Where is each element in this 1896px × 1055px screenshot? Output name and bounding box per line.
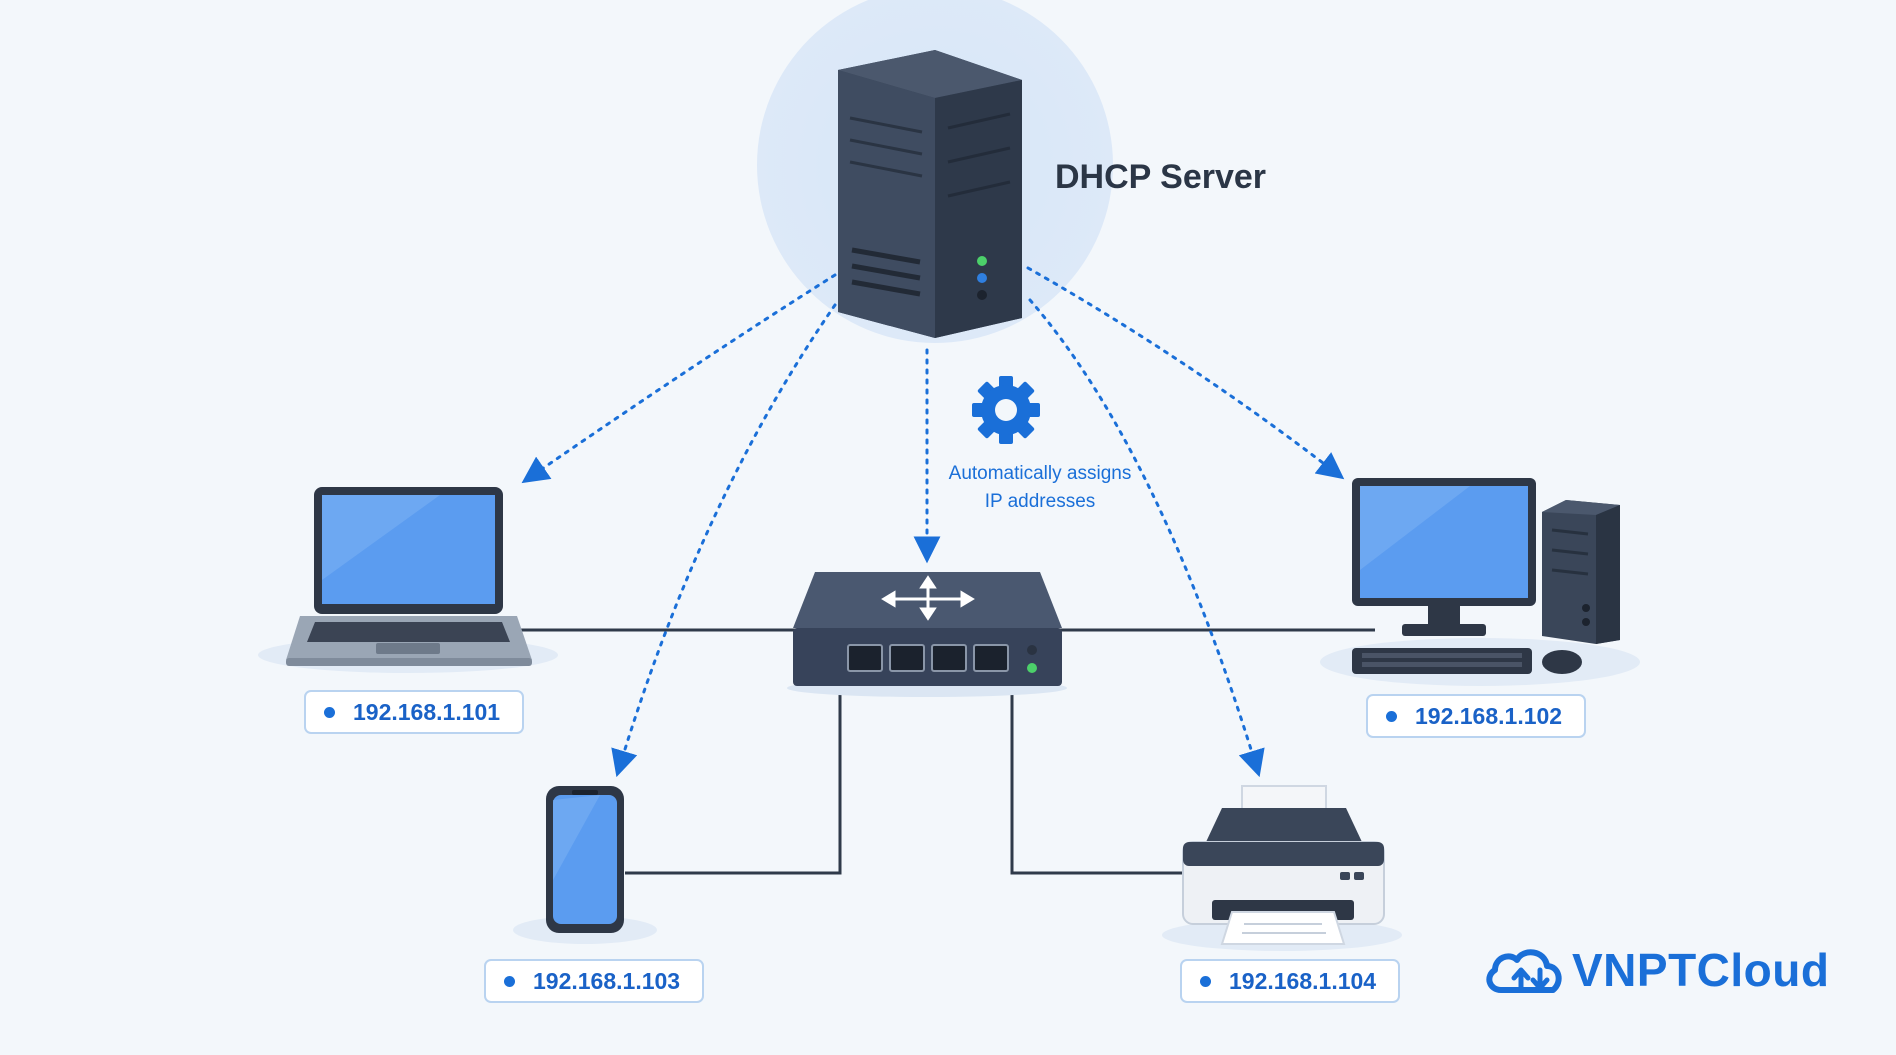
desktop-icon bbox=[1320, 478, 1640, 686]
arrow-to-printer bbox=[1028, 298, 1265, 778]
wired-links bbox=[515, 628, 1375, 875]
phone-icon bbox=[513, 786, 657, 944]
desktop-ip-badge: 192.168.1.102 bbox=[1366, 694, 1587, 738]
dhcp-arrows bbox=[521, 266, 1345, 778]
assign-annotation: Automatically assigns IP addresses bbox=[930, 460, 1150, 516]
ip-dot bbox=[1200, 975, 1211, 987]
ip-dot bbox=[324, 706, 335, 718]
brand-logo: VNPTCloud bbox=[1484, 940, 1829, 1000]
brand-name: VNPTCloud bbox=[1572, 944, 1830, 996]
laptop-ip: 192.168.1.101 bbox=[353, 698, 501, 725]
printer-icon bbox=[1162, 785, 1402, 951]
printer-cable bbox=[1010, 690, 1190, 875]
phone-ip: 192.168.1.103 bbox=[533, 967, 681, 994]
laptop-icon bbox=[258, 487, 558, 673]
ip-dot bbox=[504, 975, 515, 987]
server-label: DHCP Server bbox=[1055, 158, 1267, 196]
arrow-to-phone bbox=[611, 303, 837, 778]
cloud-icon bbox=[1486, 949, 1562, 993]
arrow-to-laptop bbox=[521, 273, 837, 484]
ip-dot bbox=[1386, 710, 1397, 722]
phone-cable bbox=[625, 690, 842, 875]
phone-ip-badge: 192.168.1.103 bbox=[484, 959, 705, 1003]
laptop-ip-badge: 192.168.1.101 bbox=[304, 690, 525, 734]
switch-icon bbox=[787, 572, 1067, 697]
printer-ip: 192.168.1.104 bbox=[1229, 967, 1377, 994]
arrow-to-desktop bbox=[1026, 266, 1345, 480]
assign-annotation-line1: Automatically assigns bbox=[948, 463, 1132, 484]
desktop-ip: 192.168.1.102 bbox=[1415, 702, 1563, 729]
gear-icon bbox=[972, 376, 1040, 444]
server-icon bbox=[838, 50, 1022, 338]
printer-ip-badge: 192.168.1.104 bbox=[1180, 959, 1401, 1003]
assign-annotation-line2: IP addresses bbox=[984, 491, 1096, 512]
